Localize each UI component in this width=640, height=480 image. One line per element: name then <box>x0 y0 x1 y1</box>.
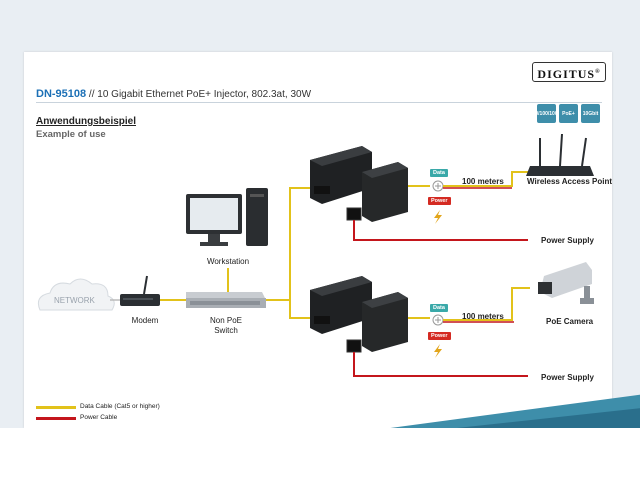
header-rule <box>36 102 602 103</box>
output-cable-2b <box>443 287 530 321</box>
camera-label: PoE Camera <box>546 317 594 326</box>
footer-area <box>0 428 640 480</box>
workstation-icon <box>186 188 268 246</box>
badge-speed-icon: 10/100/1000 <box>533 104 560 123</box>
injector-1-icon <box>310 146 408 222</box>
decorative-wave <box>360 394 640 432</box>
product-line: DN-95108 // 10 Gigabit Ethernet PoE+ Inj… <box>36 88 311 100</box>
cloud-icon <box>37 278 115 311</box>
badge-10g-icon: 10Gbit <box>581 104 600 123</box>
legend-data-label: Data Cable (Cat5 or higher) <box>80 403 160 410</box>
power-tag-1: Power <box>428 197 451 205</box>
output-cable-1b <box>443 171 528 187</box>
workstation-label: Workstation <box>206 257 250 266</box>
legend-power-label: Power Cable <box>80 414 118 421</box>
access-point-label: Wireless Access Point <box>527 177 613 186</box>
modem-icon <box>120 275 160 306</box>
lightning-icon-2 <box>434 344 442 358</box>
distance-label-2: 100 meters <box>462 312 504 321</box>
switch-icon <box>186 292 266 308</box>
injector-2-icon <box>310 276 408 353</box>
power-cable-2 <box>353 352 528 377</box>
digitus-logo: DIGITUS® <box>532 62 606 82</box>
heading-english: Example of use <box>36 129 106 140</box>
product-code: DN-95108 <box>36 88 87 100</box>
power-supply-label-2: Power Supply <box>541 373 594 382</box>
power-supply-label-1: Power Supply <box>541 236 594 245</box>
switch-label-line1: Non PoE <box>209 316 243 325</box>
data-cable-to-injector-1 <box>266 187 312 301</box>
product-description: 10 Gigabit Ethernet PoE+ Injector, 802.3… <box>97 89 312 100</box>
data-tag-2: Data <box>430 304 448 312</box>
access-point-icon <box>526 133 594 176</box>
legend-power-swatch <box>36 417 76 420</box>
power-cable-1 <box>353 220 528 241</box>
separator: // <box>88 89 95 100</box>
data-cable-to-injector-2 <box>289 300 312 319</box>
heading-german: Anwendungsbeispiel <box>36 116 137 127</box>
network-label: NETWORK <box>54 296 95 305</box>
lightning-icon-1 <box>434 210 442 224</box>
badge-poe-icon: PoE+ <box>559 104 578 123</box>
camera-icon <box>538 262 594 304</box>
modem-label: Modem <box>131 316 159 325</box>
switch-label-line2: Switch <box>214 326 238 335</box>
distance-label-1: 100 meters <box>462 177 504 186</box>
power-tag-2: Power <box>428 332 451 340</box>
feature-badges: 10/100/1000 PoE+ 10Gbit <box>533 104 600 123</box>
data-tag-1: Data <box>430 169 448 177</box>
legend-data-swatch <box>36 406 76 409</box>
